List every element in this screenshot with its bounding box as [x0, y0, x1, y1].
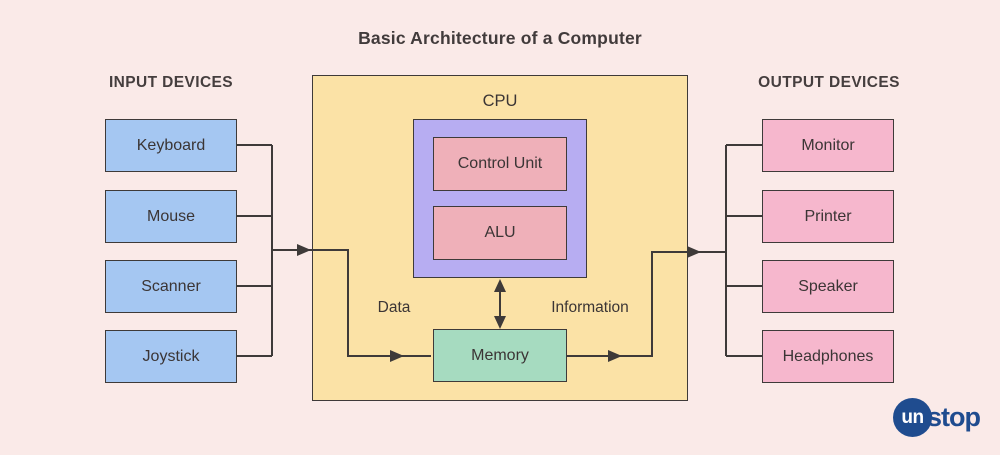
output-device-label: Headphones — [782, 347, 874, 365]
information-flow-label: Information — [551, 299, 629, 316]
output-device-box-speaker: Speaker — [762, 260, 894, 313]
output-device-label: Monitor — [801, 136, 855, 154]
input-device-label: Keyboard — [136, 136, 206, 154]
input-device-label: Scanner — [141, 277, 201, 295]
wire-memory-to-output — [567, 251, 726, 357]
unstop-logo-circle: un — [893, 398, 932, 437]
input-device-label: Joystick — [142, 347, 200, 365]
unstop-logo-prefix: un — [901, 406, 924, 428]
unstop-logo: un stop — [893, 398, 981, 437]
data-flow-label: Data — [377, 299, 411, 316]
memory-label: Memory — [471, 346, 529, 364]
alu-label: ALU — [484, 224, 516, 241]
output-device-box-headphones: Headphones — [762, 330, 894, 383]
diagram-title: Basic Architecture of a Computer — [358, 28, 642, 48]
output-device-box-printer: Printer — [762, 190, 894, 243]
cpu-label: CPU — [482, 92, 518, 110]
input-devices-heading: INPUT DEVICES — [108, 74, 234, 91]
arrowhead-into-cpu — [297, 244, 311, 256]
input-device-box-scanner: Scanner — [105, 260, 237, 313]
output-device-label: Speaker — [798, 277, 858, 295]
control-unit-box: Control Unit — [433, 137, 567, 191]
output-devices-heading: OUTPUT DEVICES — [758, 74, 900, 91]
input-device-box-keyboard: Keyboard — [105, 119, 237, 172]
input-device-box-mouse: Mouse — [105, 190, 237, 243]
unstop-logo-text: stop — [927, 402, 981, 432]
arrowhead-memory-out — [608, 350, 622, 362]
output-device-box-monitor: Monitor — [762, 119, 894, 172]
output-device-label: Printer — [804, 207, 852, 225]
input-device-box-joystick: Joystick — [105, 330, 237, 383]
arrowhead-up-to-cpu — [494, 279, 506, 292]
input-device-label: Mouse — [146, 207, 196, 225]
alu-box: ALU — [433, 206, 567, 260]
memory-box: Memory — [433, 329, 567, 382]
arrowhead-into-memory — [390, 350, 404, 362]
wire-input-to-memory — [272, 249, 431, 357]
arrowhead-down-to-memory — [494, 316, 506, 329]
arrowhead-out-of-cpu — [687, 246, 701, 258]
control-unit-label: Control Unit — [457, 155, 543, 172]
